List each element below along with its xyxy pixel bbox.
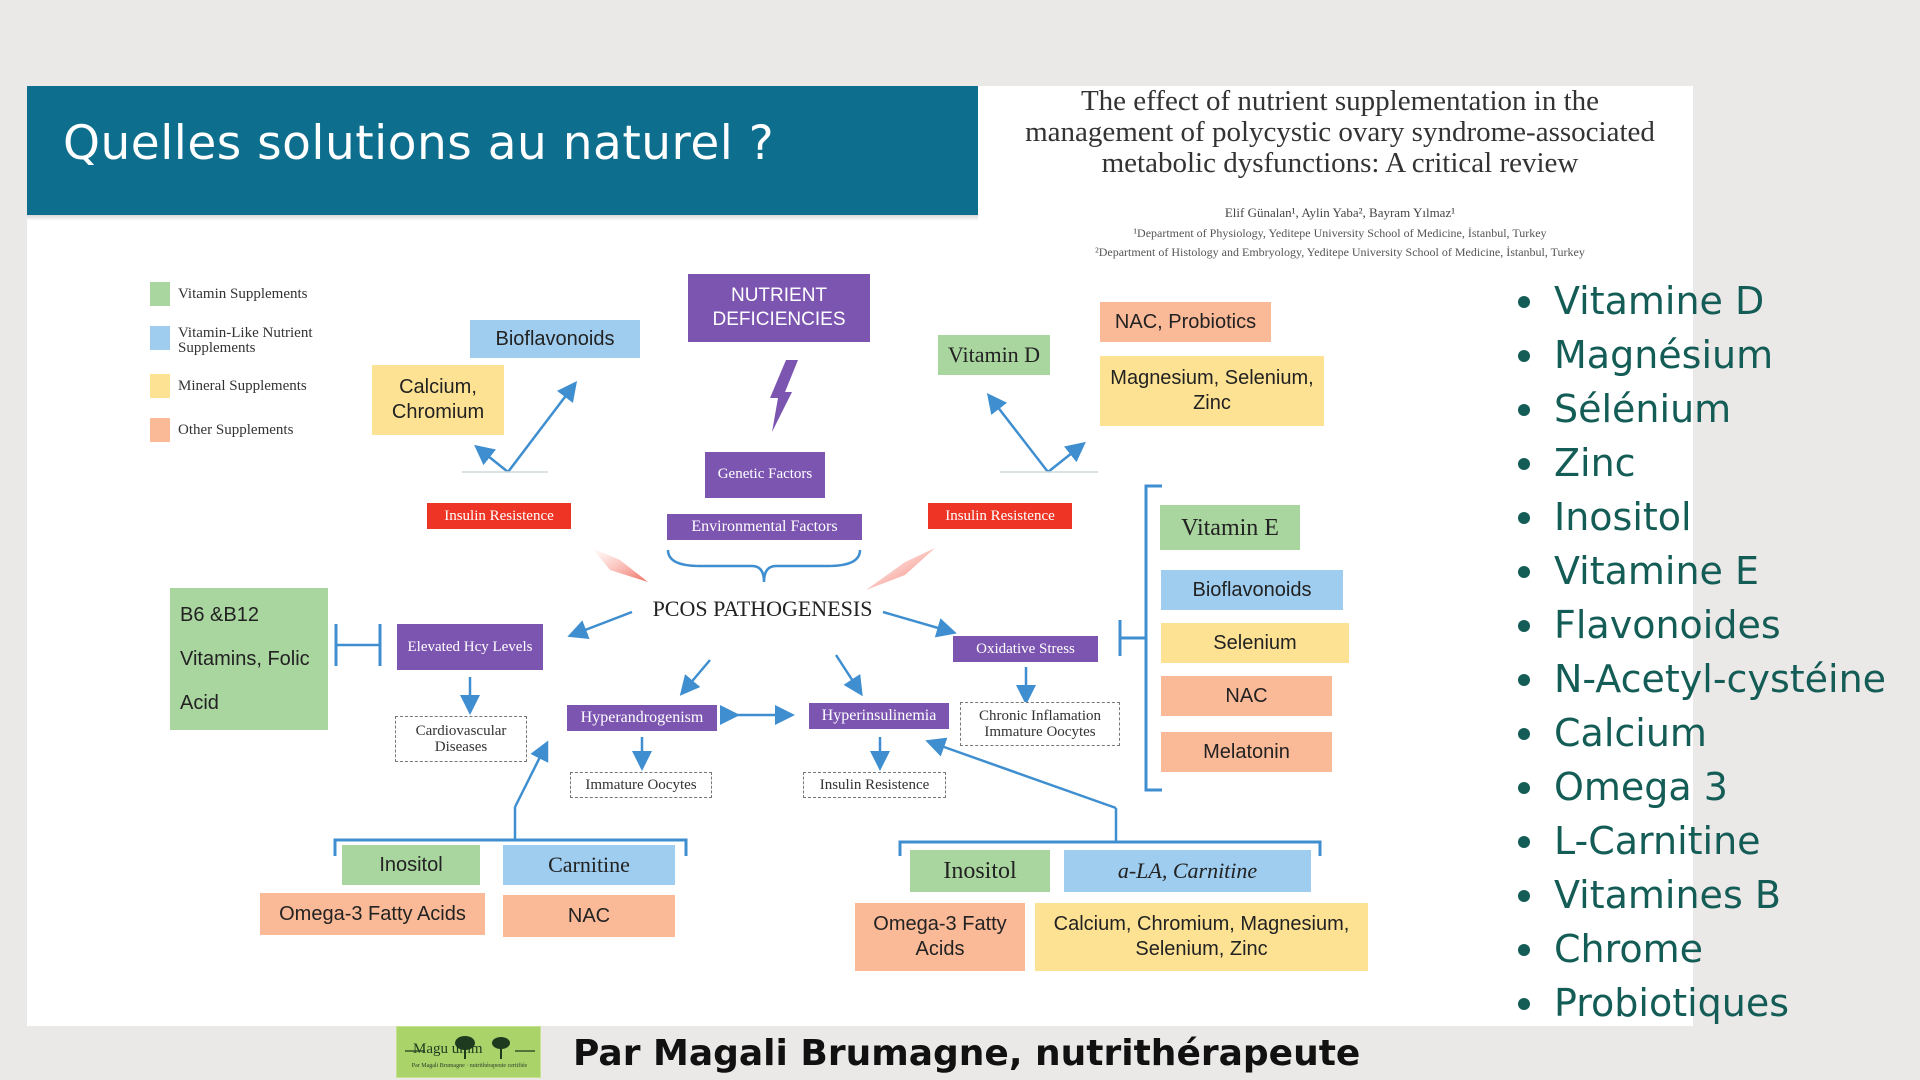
hyperinsulinemia-box: Hyperinsulinemia: [809, 703, 949, 729]
legend-other-swatch: [150, 418, 170, 442]
inositol-right-box: Inositol: [910, 850, 1050, 892]
nutrient-deficiencies-box: NUTRIENT DEFICIENCIES: [688, 274, 870, 342]
hyperandrogenism-box: Hyperandrogenism: [567, 705, 717, 731]
pcos-pathogenesis-label: PCOS PATHOGENESIS: [652, 596, 873, 621]
supplement-bullet-list: Vitamine D Magnésium Sélénium Zinc Inosi…: [1516, 274, 1886, 1030]
logo-name: Magu umm: [413, 1041, 483, 1057]
bullet-item: Flavonoides: [1516, 598, 1886, 652]
bullet-item: Vitamine E: [1516, 544, 1886, 598]
insulin-resistance-right-box: Insulin Resistence: [928, 503, 1072, 529]
slide-title: Quelles solutions au naturel ?: [63, 116, 775, 171]
legend-other: Other Supplements: [150, 418, 293, 442]
bullet-item: Vitamines B: [1516, 868, 1886, 922]
bullet-item: L-Carnitine: [1516, 814, 1886, 868]
paper-affiliation-2: ²Department of Histology and Embryology,…: [1095, 245, 1585, 259]
environmental-factors-box: Environmental Factors: [667, 514, 862, 540]
paper-title-line-1: The effect of nutrient supplementation i…: [1080, 85, 1600, 117]
legend-vitamin: Vitamin Supplements: [150, 282, 308, 306]
title-banner: Quelles solutions au naturel ?: [27, 86, 978, 215]
calcium-chromium-box: Calcium, Chromium: [372, 365, 504, 435]
legend-vitamin-like: Vitamin-Like Nutrient Supplements: [150, 326, 340, 356]
bullet-item: Magnésium: [1516, 328, 1886, 382]
title-banner-shadow: [27, 215, 978, 221]
insulin-resistance-bottom-box: Insulin Resistence: [803, 772, 946, 798]
paper-title: The effect of nutrient supplementation i…: [990, 86, 1690, 179]
bullet-item: Probiotiques: [1516, 976, 1886, 1030]
minerals-right-box: Calcium, Chromium, Magnesium, Selenium, …: [1035, 903, 1368, 971]
ala-carnitine-box: a-LA, Carnitine: [1064, 850, 1311, 892]
legend-mineral: Mineral Supplements: [150, 374, 307, 398]
omega3-right-box: Omega-3 Fatty Acids: [855, 903, 1025, 971]
legend-vitamin-swatch: [150, 282, 170, 306]
cardiovascular-diseases-box: Cardiovascular Diseases: [395, 716, 527, 762]
selenium-box: Selenium: [1161, 623, 1349, 663]
legend-other-label: Other Supplements: [178, 422, 294, 438]
paper-affiliation-1: ¹Department of Physiology, Yeditepe Univ…: [1133, 226, 1547, 240]
bullet-item: Calcium: [1516, 706, 1886, 760]
oxidative-stress-box: Oxidative Stress: [953, 636, 1098, 662]
legend-vitamin-like-label: Vitamin-Like Nutrient Supplements: [178, 325, 313, 356]
logo-subtext: Par Magali Brumagne · nutrithérapeute ce…: [411, 1063, 528, 1069]
omega3-left-box: Omega-3 Fatty Acids: [260, 893, 485, 935]
legend-vitamin-label: Vitamin Supplements: [178, 286, 308, 302]
inositol-left-box: Inositol: [342, 845, 480, 885]
legend-mineral-label: Mineral Supplements: [178, 378, 307, 394]
carnitine-left-box: Carnitine: [503, 845, 675, 885]
bullet-item: N-Acetyl-cystéine: [1516, 652, 1886, 706]
paper-authors: Elif Günalan¹, Aylin Yaba², Bayram Yılma…: [1224, 205, 1456, 220]
paper-title-line-2: management of polycystic ovary syndrome-…: [1025, 116, 1655, 148]
magnesium-selenium-zinc-box: Magnesium, Selenium, Zinc: [1100, 356, 1324, 426]
bullet-item: Sélénium: [1516, 382, 1886, 436]
bullet-item: Inositol: [1516, 490, 1886, 544]
nac-left-box: NAC: [503, 895, 675, 937]
tree-icon: [405, 1036, 535, 1059]
b6-b12-folic-box: B6 &B12 Vitamins, Folic Acid: [170, 588, 328, 730]
nac-right-box: NAC: [1161, 676, 1332, 716]
melatonin-box: Melatonin: [1161, 732, 1332, 772]
chronic-inflammation-box: Chronic Inflamation Immature Oocytes: [960, 702, 1120, 746]
bullet-item: Omega 3: [1516, 760, 1886, 814]
immature-oocytes-box: Immature Oocytes: [570, 772, 712, 798]
bioflavonoids-top-box: Bioflavonoids: [470, 320, 640, 358]
legend-mineral-swatch: [150, 374, 170, 398]
vitamin-d-box: Vitamin D: [938, 335, 1050, 375]
brand-logo: Magu umm Par Magali Brumagne · nutrithér…: [396, 1026, 541, 1078]
nac-probiotics-box: NAC, Probiotics: [1100, 302, 1271, 342]
bullet-item: Vitamine D: [1516, 274, 1886, 328]
bullet-item: Chrome: [1516, 922, 1886, 976]
elevated-hcy-box: Elevated Hcy Levels: [397, 624, 543, 670]
vitamin-e-box: Vitamin E: [1160, 505, 1300, 550]
author-credit: Par Magali Brumagne, nutrithérapeute: [573, 1033, 1361, 1074]
bullet-item: Zinc: [1516, 436, 1886, 490]
genetic-factors-box: Genetic Factors: [705, 452, 825, 498]
legend-vitamin-like-swatch: [150, 326, 170, 350]
paper-title-line-3: metabolic dysfunctions: A critical revie…: [1101, 147, 1579, 179]
bioflavonoids-right-box: Bioflavonoids: [1161, 570, 1343, 610]
insulin-resistance-left-box: Insulin Resistence: [427, 503, 571, 529]
